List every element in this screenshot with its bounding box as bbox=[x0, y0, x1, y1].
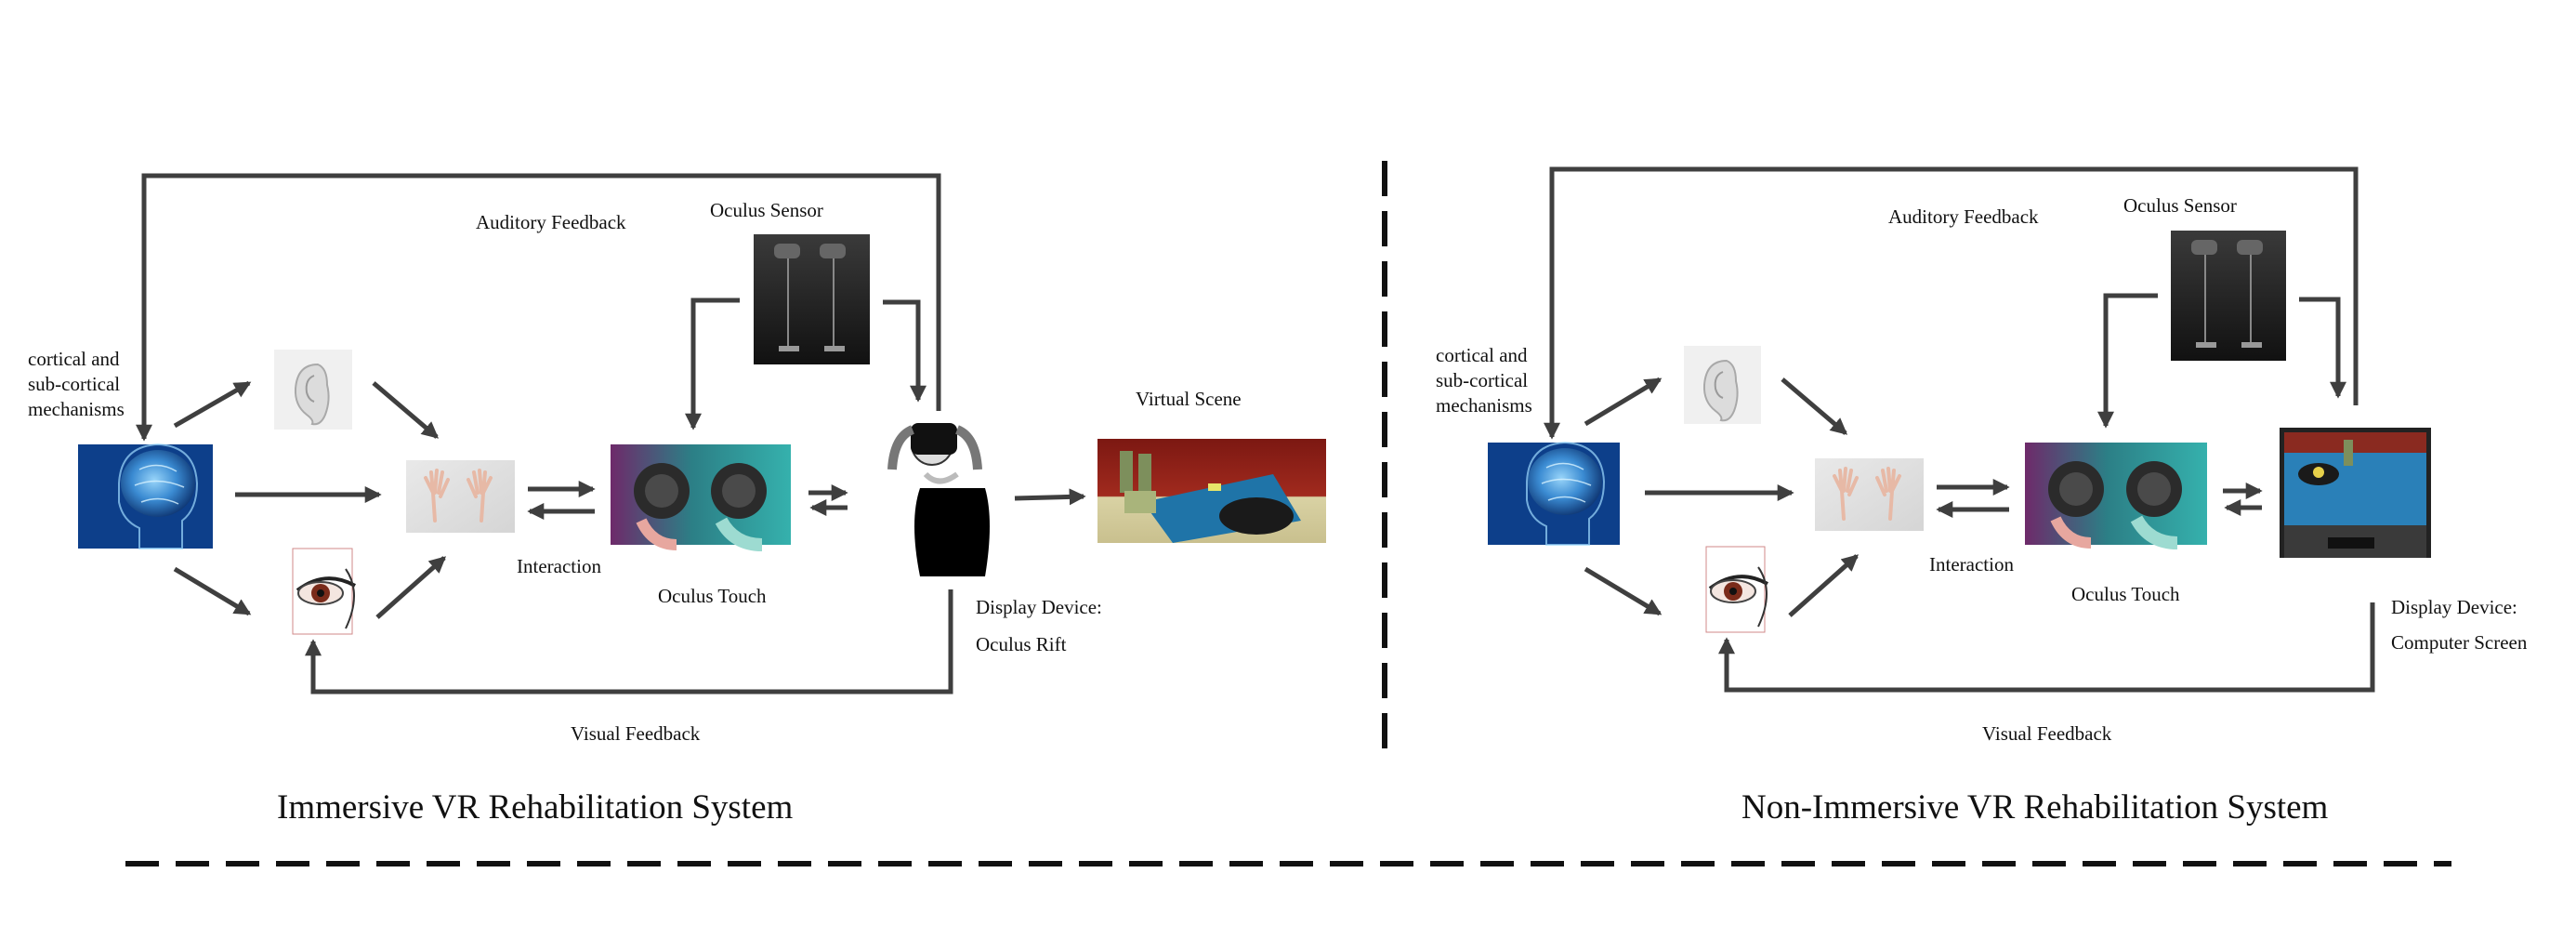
brain-image-left bbox=[78, 443, 213, 549]
immersive-arrows bbox=[136, 173, 1086, 694]
display-device-label-left: Display Device: bbox=[976, 596, 1102, 618]
brain-label-right-line1: cortical and bbox=[1436, 344, 1528, 366]
display-name-label-left: Oculus Rift bbox=[976, 633, 1067, 655]
visual-feedback-label-left: Visual Feedback bbox=[571, 722, 701, 745]
virtual-scene-image bbox=[1097, 439, 1326, 543]
oculus-sensor-label-left: Oculus Sensor bbox=[710, 199, 823, 221]
brain-label-left-line2: sub-cortical bbox=[28, 373, 121, 395]
visual-feedback-label-right: Visual Feedback bbox=[1982, 722, 2112, 745]
non-immersive-arrows bbox=[1544, 166, 2375, 693]
brain-label-left: cortical and sub-cortical mechanisms bbox=[28, 347, 125, 422]
brain-label-left-line1: cortical and bbox=[28, 348, 120, 370]
brain-label-right-line3: mechanisms bbox=[1436, 394, 1532, 417]
immersive-title: Immersive VR Rehabilitation System bbox=[277, 788, 794, 827]
oculus-rift-image-left bbox=[887, 423, 990, 576]
interaction-label-left: Interaction bbox=[517, 555, 601, 577]
top-feedback-line-right bbox=[1544, 166, 2359, 440]
virtual-scene-label: Virtual Scene bbox=[1136, 388, 1242, 410]
oculus-touch-image-left bbox=[611, 444, 791, 551]
oculus-touch-label-right: Oculus Touch bbox=[2071, 583, 2180, 605]
oculus-touch-image-right bbox=[2025, 443, 2207, 549]
immersive-system bbox=[78, 234, 1326, 635]
bottom-feedback-line-left bbox=[305, 589, 953, 694]
auditory-feedback-label-right: Auditory Feedback bbox=[1888, 205, 2039, 228]
ear-image-right bbox=[1684, 346, 1761, 424]
top-feedback-line-left bbox=[136, 173, 941, 442]
oculus-touch-label-left: Oculus Touch bbox=[658, 585, 767, 607]
brain-label-right: cortical and sub-cortical mechanisms bbox=[1436, 343, 1532, 418]
computer-screen-image bbox=[2280, 428, 2431, 558]
eye-image-right bbox=[1705, 546, 1768, 633]
eye-image-left bbox=[292, 548, 356, 635]
display-name-label-right: Computer Screen bbox=[2391, 631, 2528, 654]
interaction-label-right: Interaction bbox=[1929, 553, 2014, 575]
hands-image-right bbox=[1815, 458, 1924, 531]
oculus-sensor-image-left bbox=[754, 234, 870, 364]
bottom-feedback-line-right bbox=[1718, 602, 2375, 693]
display-device-label-right: Display Device: bbox=[2391, 596, 2517, 618]
auditory-feedback-label-left: Auditory Feedback bbox=[476, 211, 626, 233]
oculus-sensor-label-right: Oculus Sensor bbox=[2123, 194, 2237, 217]
brain-image-right bbox=[1488, 441, 1620, 546]
ear-image-left bbox=[274, 350, 352, 430]
hands-image-left bbox=[406, 460, 515, 533]
brain-label-left-line3: mechanisms bbox=[28, 398, 125, 420]
non-immersive-system bbox=[1488, 231, 2431, 633]
brain-label-right-line2: sub-cortical bbox=[1436, 369, 1529, 391]
oculus-sensor-image-right bbox=[2171, 231, 2286, 361]
non-immersive-title: Non-Immersive VR Rehabilitation System bbox=[1741, 788, 2329, 827]
